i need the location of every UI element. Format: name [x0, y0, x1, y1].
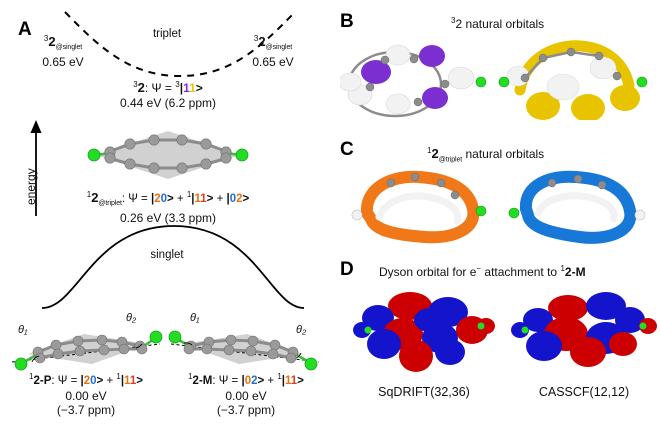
panel-c-title-body: 2	[431, 146, 439, 161]
orbital-d-right	[511, 292, 657, 367]
state-label-singlet-ts: 12@triplet: Ψ = |20> + 1|11> + |02> 0.26…	[48, 188, 288, 225]
panel-d-title-mid: attachment to	[481, 265, 561, 279]
panel-b-title: 32 natural orbitals	[451, 16, 544, 31]
energy-axis-arrow	[30, 120, 42, 216]
panel-d-caption-right: CASSCF(12,12)	[538, 385, 630, 399]
species-2m: 2-M	[192, 374, 213, 387]
panel-c-title-sub: @triplet	[438, 156, 463, 164]
state-label-triplet-right: 32@singlet 0.65 eV	[236, 32, 310, 69]
sub-at-singlet-right: @singlet	[265, 44, 293, 52]
sup-3-left: 3	[43, 34, 49, 43]
panel-letter-a: A	[18, 19, 32, 40]
panel-letter-c: C	[340, 139, 354, 160]
species-2-min: 2	[137, 80, 145, 95]
sup-3-min: 3	[133, 80, 138, 89]
psi-eq-2p: : Ψ =	[51, 374, 81, 387]
molecule-2p	[11, 330, 163, 371]
energy-2m: 0.00 eV	[225, 388, 267, 403]
ppm-2p: (−3.7 ppm)	[56, 402, 116, 417]
species-2-ts: 2	[91, 189, 99, 205]
energy-triplet-min: 0.44 eV (6.2 ppm)	[119, 96, 217, 110]
panel-d-caption-left: SqDRIFT(32,36)	[378, 385, 470, 399]
orbital-c-left	[351, 170, 487, 244]
panel-c-title-tail: natural orbitals	[465, 147, 545, 161]
sup-1-2m: 1	[188, 372, 193, 381]
triplet-curve-label: triplet	[152, 28, 182, 40]
psi-eq-min: : Ψ =	[144, 81, 176, 95]
triplet-energy-curve	[64, 11, 296, 78]
state-label-minimum-p: 12-P: Ψ = |20> + 1|11> 0.00 eV (−3.7 ppm…	[6, 370, 166, 417]
orbital-c-right	[508, 170, 646, 244]
angle-theta1-2m: θ₁	[190, 312, 200, 324]
singlet-curve-label: singlet	[150, 249, 184, 261]
panel-c-title: 12@triplet natural orbitals	[427, 146, 544, 163]
orbital-b-left	[340, 44, 487, 118]
species-2-left: 2	[48, 33, 56, 49]
sup-1-2p: 1	[29, 372, 34, 381]
panel-letter-d: D	[340, 259, 354, 280]
sup-1-ts: 1	[86, 190, 92, 199]
sub-at-singlet-left: @singlet	[55, 44, 83, 52]
panel-d-title-species: 2-M	[564, 265, 586, 279]
panel-c-title-sup: 1	[427, 146, 432, 155]
psi-eq-ts: : Ψ =	[121, 192, 151, 205]
energy-2p: 0.00 eV	[65, 388, 107, 403]
orbital-b-right	[498, 40, 648, 120]
sup-3-right: 3	[253, 34, 259, 43]
state-label-triplet-min: 32: Ψ = 3|11> 0.44 eV (6.2 ppm)	[78, 78, 258, 110]
energy-triplet-left: 0.65 eV	[42, 55, 84, 70]
panel-d-title-pre: Dyson orbital for e	[379, 265, 477, 279]
energy-singlet-ts: 0.26 eV (3.3 ppm)	[119, 211, 217, 226]
energy-axis-label: energy	[24, 168, 38, 205]
ket-digit-purple: 1	[183, 81, 190, 95]
panel-letter-b: B	[340, 11, 354, 32]
molecule-ts	[87, 131, 249, 179]
state-label-minimum-m: 12-M: Ψ = |02> + 1|11> 0.00 eV (−3.7 ppm…	[166, 370, 326, 417]
panel-d-title-species-sup: 1	[560, 264, 565, 273]
psi-eq-2m: : Ψ =	[212, 374, 242, 387]
panel-b-title-text: 2 natural orbitals	[455, 17, 545, 31]
species-2p: 2-P	[33, 374, 52, 387]
energy-triplet-right: 0.65 eV	[252, 55, 294, 70]
sub-at-triplet-ts: @triplet	[98, 200, 122, 208]
angle-theta2-2m: θ₂	[296, 324, 307, 336]
ket-digit-yellow: 1	[189, 81, 196, 95]
molecule-2m	[168, 330, 320, 371]
angle-theta2-2p: θ₂	[126, 312, 137, 324]
angle-theta1-2p: θ₁	[18, 324, 28, 336]
ppm-2m: (−3.7 ppm)	[216, 402, 276, 417]
panel-d-title: Dyson orbital for e− attachment to 12-M	[379, 264, 586, 279]
panel-b-title-sup: 3	[451, 16, 456, 25]
panel-d-title-minus: −	[476, 264, 482, 273]
species-2-right: 2	[258, 33, 266, 49]
orbital-d-left	[353, 292, 495, 372]
state-label-triplet-left: 32@singlet 0.65 eV	[28, 32, 98, 69]
singlet-energy-curve	[41, 225, 305, 309]
psi-sup-3: 3	[175, 80, 180, 89]
